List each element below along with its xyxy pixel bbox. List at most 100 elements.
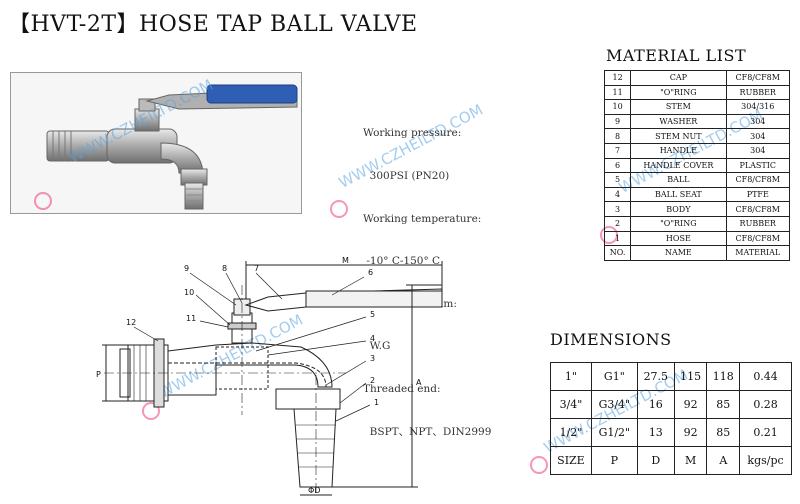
column-header-d: D — [636, 446, 675, 475]
spec-line: -10° C-150° C — [363, 255, 441, 268]
dimension-label-p: P — [96, 370, 101, 379]
spec-line: BSPT、NPT、DIN2999 — [363, 425, 492, 438]
callout-label: 1 — [374, 398, 379, 407]
part-name: BALL — [630, 172, 727, 188]
part-material: PLASTIC — [725, 157, 790, 174]
page-title: 【HVT-2T】HOSE TAP BALL VALVE — [8, 12, 418, 37]
column-header-material: MATERIAL — [725, 245, 790, 261]
part-name: "O"RING — [630, 215, 727, 232]
part-material: RUBBER — [725, 84, 790, 101]
part-number: 3 — [603, 201, 632, 217]
part-number: 9 — [603, 113, 632, 130]
product-photo — [10, 72, 302, 214]
dim-a: 85 — [706, 390, 741, 419]
part-material: PTFE — [725, 186, 790, 203]
valve-photo-illustration — [11, 73, 301, 213]
watermark-logo — [142, 402, 160, 420]
column-header-weight: kgs/pc — [739, 446, 792, 475]
part-material: 304 — [725, 113, 790, 130]
column-header-p: P — [590, 446, 638, 475]
callout-label: 7 — [254, 264, 259, 273]
dim-d: 27.5 — [636, 362, 675, 391]
dim-d: 16 — [636, 390, 675, 419]
part-number: 1 — [603, 230, 632, 247]
part-name: BALL SEAT — [630, 186, 727, 203]
callout-label: 12 — [126, 318, 136, 327]
dim-a: 118 — [706, 362, 741, 391]
part-name: STEM NUT — [630, 128, 727, 144]
part-number: 6 — [603, 157, 632, 174]
dimension-label-a: A — [416, 378, 422, 387]
column-header-a: A — [706, 446, 741, 475]
callout-label: 5 — [370, 310, 375, 319]
part-number: 4 — [603, 186, 632, 203]
part-name: HANDLE — [630, 142, 727, 159]
dim-m: 115 — [673, 362, 708, 391]
dim-a: 85 — [706, 418, 741, 447]
callout-label: 8 — [222, 264, 227, 273]
dim-p: G1" — [590, 362, 638, 391]
part-material: RUBBER — [725, 215, 790, 232]
part-name: CAP — [630, 70, 727, 86]
part-material: CF8/CF8M — [725, 172, 790, 188]
column-header-no: NO. — [603, 245, 632, 261]
spec-line: Working pressure: — [363, 127, 462, 140]
dim-size: 3/4" — [550, 390, 592, 419]
callout-label: 9 — [184, 264, 189, 273]
dimension-label-m: M — [342, 256, 349, 265]
material-list-title: MATERIAL LIST — [606, 46, 747, 65]
part-number: 12 — [603, 70, 632, 86]
dim-d: 13 — [636, 418, 675, 447]
dimensions-title: DIMENSIONS — [550, 330, 672, 349]
part-material: 304/316 — [725, 99, 790, 115]
callout-label: 4 — [370, 334, 375, 343]
part-name: HANDLE COVER — [630, 157, 727, 174]
dim-size: 1" — [550, 362, 592, 391]
watermark-logo — [330, 200, 348, 218]
part-material: 304 — [725, 128, 790, 144]
part-name: "O"RING — [630, 84, 727, 101]
callout-label: 6 — [368, 268, 373, 277]
spec-line: Threaded end: — [363, 383, 441, 396]
dimension-label-d: ΦD — [308, 486, 320, 495]
part-number: 5 — [603, 172, 632, 188]
part-material: 304 — [725, 142, 790, 159]
part-material: CF8/CF8M — [725, 70, 790, 86]
dim-weight: 0.44 — [739, 362, 792, 391]
part-name: BODY — [630, 201, 727, 217]
watermark-logo — [530, 456, 548, 474]
spec-line: W.G — [363, 340, 391, 353]
column-header-name: NAME — [630, 245, 727, 261]
part-number: 2 — [603, 215, 632, 232]
part-number: 7 — [603, 142, 632, 159]
technical-drawing: 9 8 7 6 10 11 5 4 3 2 1 12 M A P ΦD — [96, 255, 546, 500]
dim-p: G1/2" — [590, 418, 638, 447]
dim-m: 92 — [673, 390, 708, 419]
part-name: WASHER — [630, 113, 727, 130]
part-name: STEM — [630, 99, 727, 115]
callout-label: 11 — [186, 314, 196, 323]
cross-section-diagram: 9 8 7 6 10 11 5 4 3 2 1 12 M A P ΦD — [96, 256, 443, 496]
callout-label: 2 — [370, 376, 375, 385]
part-name: HOSE — [630, 230, 727, 247]
part-number: 8 — [603, 128, 632, 144]
callout-label: 3 — [370, 354, 375, 363]
dim-m: 92 — [673, 418, 708, 447]
part-material: CF8/CF8M — [725, 201, 790, 217]
